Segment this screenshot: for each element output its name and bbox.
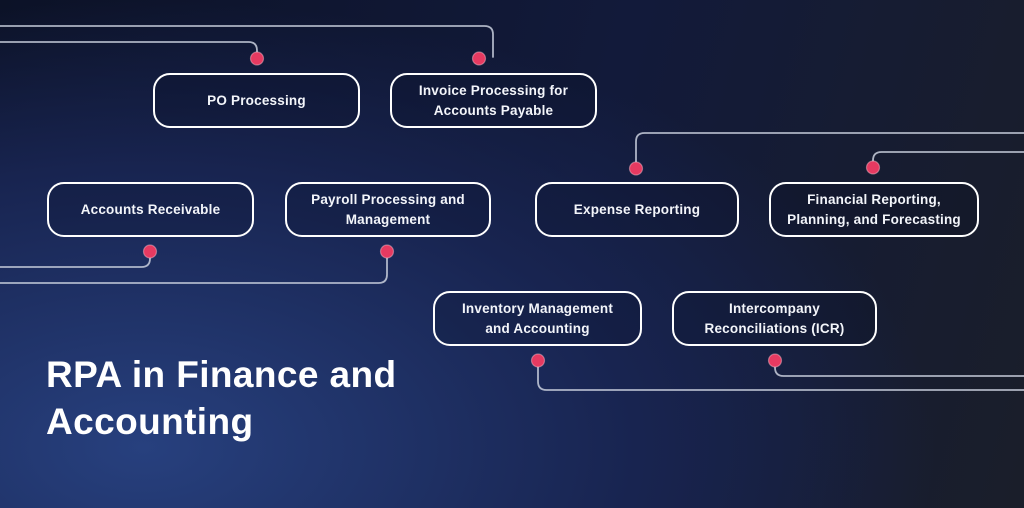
page-title: RPA in Finance and Accounting xyxy=(46,352,397,445)
node-accounts-receivable: Accounts Receivable xyxy=(47,182,254,237)
connector-dot-inventory-management xyxy=(530,353,546,368)
node-payroll-processing: Payroll Processing and Management xyxy=(285,182,491,237)
node-label-line: Management xyxy=(345,211,431,227)
connector-dot-accounts-receivable xyxy=(142,244,158,259)
node-label-line: Financial Reporting, xyxy=(807,191,941,207)
node-expense-reporting: Expense Reporting xyxy=(535,182,739,237)
connector-line-po-processing xyxy=(0,41,258,54)
connector-dot-financial-reporting xyxy=(865,160,881,175)
node-label-line: Inventory Management xyxy=(461,300,614,316)
node-intercompany-reconciliations: Intercompany Reconciliations (ICR) xyxy=(672,291,877,346)
connector-line-financial-reporting xyxy=(872,151,1024,163)
connector-line-payroll xyxy=(0,256,388,284)
page-title-line: RPA in Finance and xyxy=(46,354,397,395)
connector-dot-po-processing xyxy=(249,51,265,66)
connector-dot-invoice-processing xyxy=(471,51,487,66)
node-label-line: Accounts Payable xyxy=(433,102,554,118)
node-po-processing-label: PO Processing xyxy=(199,91,314,111)
node-financial-reporting-label: Financial Reporting, Planning, and Forec… xyxy=(779,190,969,229)
connector-dot-intercompany xyxy=(767,353,783,368)
node-payroll-processing-label: Payroll Processing and Management xyxy=(303,190,473,229)
node-expense-reporting-label: Expense Reporting xyxy=(566,200,708,220)
node-label-line: Accounts Receivable xyxy=(80,201,221,217)
connector-dot-expense-reporting xyxy=(628,161,644,176)
node-po-processing: PO Processing xyxy=(153,73,360,128)
node-inventory-management-label: Inventory Management and Accounting xyxy=(454,299,621,338)
node-financial-reporting: Financial Reporting, Planning, and Forec… xyxy=(769,182,979,237)
connector-line-expense-reporting xyxy=(635,132,1024,164)
connector-line-intercompany xyxy=(774,365,1024,377)
node-accounts-receivable-label: Accounts Receivable xyxy=(73,200,229,220)
node-label-line: Expense Reporting xyxy=(573,201,701,217)
node-label-line: Invoice Processing for xyxy=(418,82,569,98)
connector-line-inventory-management xyxy=(537,365,1024,391)
node-label-line: Intercompany xyxy=(729,300,820,316)
connector-line-accounts-receivable xyxy=(0,256,151,268)
node-label-line: Reconciliations (ICR) xyxy=(704,320,845,336)
node-label-line: PO Processing xyxy=(207,92,306,108)
node-label-line: and Accounting xyxy=(485,320,590,336)
node-invoice-processing-ap: Invoice Processing for Accounts Payable xyxy=(390,73,597,128)
node-inventory-management: Inventory Management and Accounting xyxy=(433,291,642,346)
node-label-line: Planning, and Forecasting xyxy=(787,211,961,227)
connector-line-invoice-processing xyxy=(0,25,494,58)
node-label-line: Payroll Processing and xyxy=(311,191,465,207)
connector-dot-payroll xyxy=(379,244,395,259)
node-invoice-processing-ap-label: Invoice Processing for Accounts Payable xyxy=(411,81,576,120)
node-intercompany-reconciliations-label: Intercompany Reconciliations (ICR) xyxy=(697,299,853,338)
page-title-line: Accounting xyxy=(46,400,254,442)
